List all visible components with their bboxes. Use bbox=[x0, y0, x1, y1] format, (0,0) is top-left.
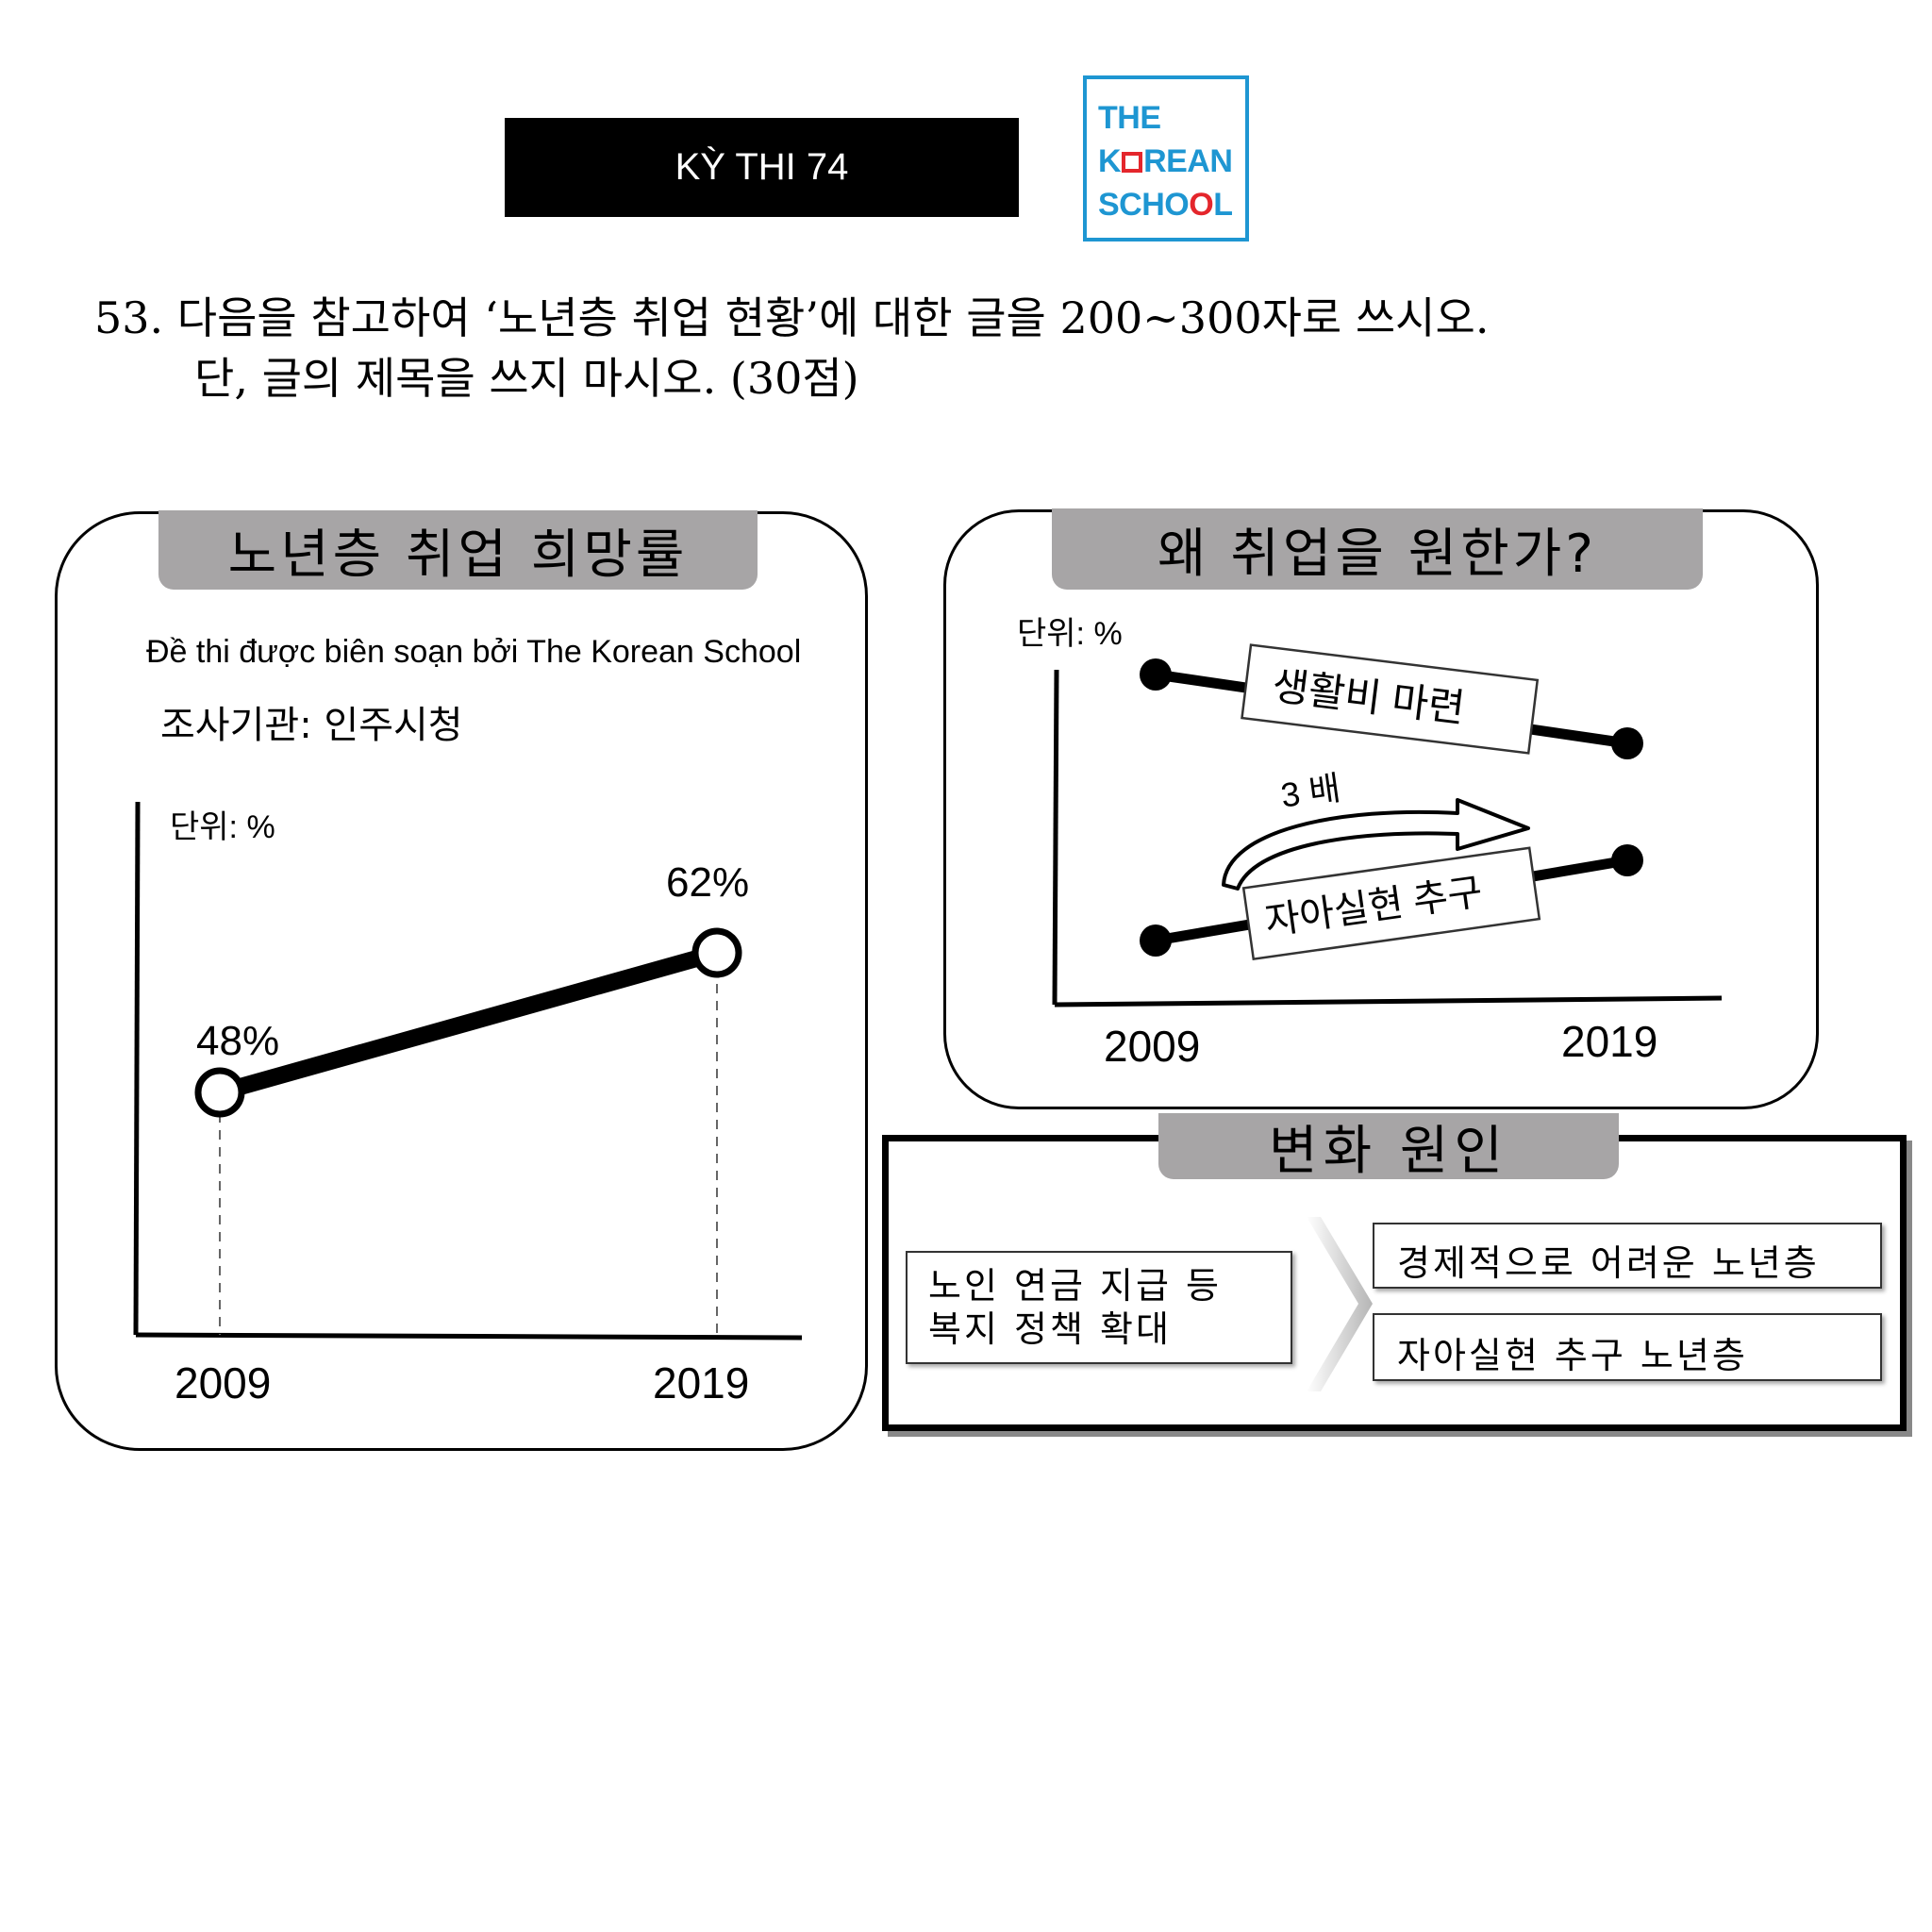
x-tick-2009: 2009 bbox=[1104, 1022, 1200, 1071]
self-realization-label-box bbox=[1241, 846, 1541, 961]
unit-label: 단위: % bbox=[1017, 616, 1123, 652]
change-cause-title: 변화 원인 bbox=[1158, 1113, 1619, 1182]
cause-line-1: 노인 연금 지급 등 bbox=[928, 1265, 1222, 1307]
employment-reason-title: 왜 취업을 원한가? bbox=[1052, 508, 1703, 590]
question-line-2: 단, 글의 제목을 쓰지 마시오. (30점) bbox=[194, 353, 859, 404]
x-tick-2019: 2019 bbox=[653, 1358, 749, 1407]
cause-line-2: 복지 정책 확대 bbox=[928, 1308, 1172, 1350]
logo-line-1: THE bbox=[1098, 100, 1161, 136]
data-label-2019: 62% bbox=[666, 859, 749, 906]
living-cost-point-2019 bbox=[1611, 727, 1643, 759]
exam-title-banner: KỲ THI 74 bbox=[505, 118, 1019, 217]
survey-source: 조사기관: 인주시청 bbox=[160, 704, 463, 747]
employment-hope-rate-title: 노년층 취업 희망률 bbox=[158, 510, 758, 590]
y-axis bbox=[133, 801, 141, 1336]
x-axis bbox=[1054, 995, 1723, 1008]
employment-hope-rate-panel bbox=[55, 511, 868, 1451]
watermark-text: Đề thi được biên soạn bởi The Korean Sch… bbox=[146, 634, 802, 670]
economic-hardship-seniors-box: 경제적으로 어려운 노년층 bbox=[1373, 1223, 1882, 1289]
logo-line-3: SCHOOL bbox=[1098, 187, 1233, 223]
ratio-annotation: 3 배 bbox=[1278, 768, 1342, 814]
data-point-2009 bbox=[194, 1067, 245, 1118]
employment-reason-panel bbox=[943, 509, 1819, 1109]
exam-title: KỲ THI 74 bbox=[675, 146, 849, 188]
question-prompt: 53. 다음을 참고하여 ‘노년층 취업 현황’에 대한 글을 200~300자… bbox=[94, 288, 1489, 408]
increase-arrow bbox=[1222, 798, 1530, 891]
living-cost-label-box bbox=[1241, 643, 1540, 755]
x-tick-2009: 2009 bbox=[175, 1358, 271, 1407]
question-line-1: 53. 다음을 참고하여 ‘노년층 취업 현황’에 대한 글을 200~300자… bbox=[94, 292, 1490, 343]
chevron-right-icon bbox=[1307, 1217, 1373, 1391]
data-label-2009: 48% bbox=[196, 1018, 279, 1064]
effect-2-label: 자아실현 추구 노년층 bbox=[1397, 1335, 1748, 1376]
self-realization-point-2019 bbox=[1611, 844, 1643, 876]
data-point-2019 bbox=[691, 927, 742, 978]
self-realization-point-2009 bbox=[1140, 924, 1172, 957]
x-axis bbox=[135, 1332, 803, 1341]
unit-label: 단위: % bbox=[170, 809, 275, 845]
series-line bbox=[217, 944, 720, 1101]
effect-1-label: 경제적으로 어려운 노년층 bbox=[1397, 1242, 1820, 1284]
x-tick-2019: 2019 bbox=[1561, 1017, 1657, 1066]
living-cost-point-2009 bbox=[1140, 658, 1172, 691]
self-realization-seniors-box: 자아실현 추구 노년층 bbox=[1373, 1313, 1882, 1381]
y-axis bbox=[1052, 669, 1059, 1006]
welfare-policy-box: 노인 연금 지급 등 복지 정책 확대 bbox=[906, 1251, 1292, 1364]
